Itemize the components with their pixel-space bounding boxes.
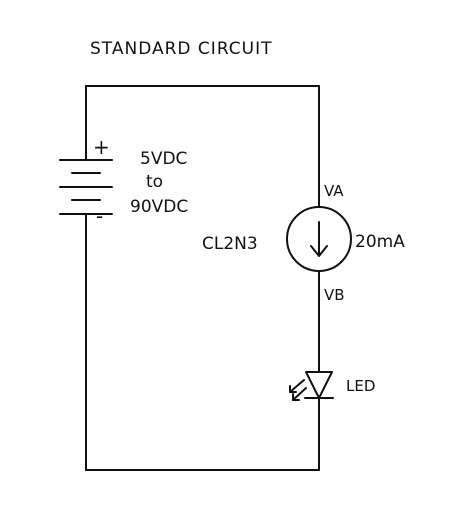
regulator-vb-label: VB [324, 286, 345, 304]
regulator-current: 20mA [355, 232, 405, 252]
diagram-title: STANDARD CIRCUIT [90, 39, 273, 59]
circuit-wires [85, 85, 320, 471]
supply-voltage-to: to [146, 172, 163, 192]
regulator-circle [286, 206, 352, 272]
led-label: LED [346, 377, 375, 395]
battery-symbol [59, 159, 113, 215]
regulator-part-number: CL2N3 [202, 234, 258, 254]
led-triangle [305, 371, 333, 399]
regulator-va-label: VA [324, 182, 344, 200]
supply-voltage-min: 5VDC [140, 149, 187, 169]
current-regulator-symbol [286, 206, 352, 272]
battery-plus-sign: + [93, 135, 110, 159]
led-symbol [289, 371, 334, 401]
current-arrow-icon [310, 245, 328, 257]
supply-voltage-max: 90VDC [130, 197, 188, 217]
light-emission-icon [289, 379, 307, 401]
battery-minus-sign: - [96, 204, 103, 228]
